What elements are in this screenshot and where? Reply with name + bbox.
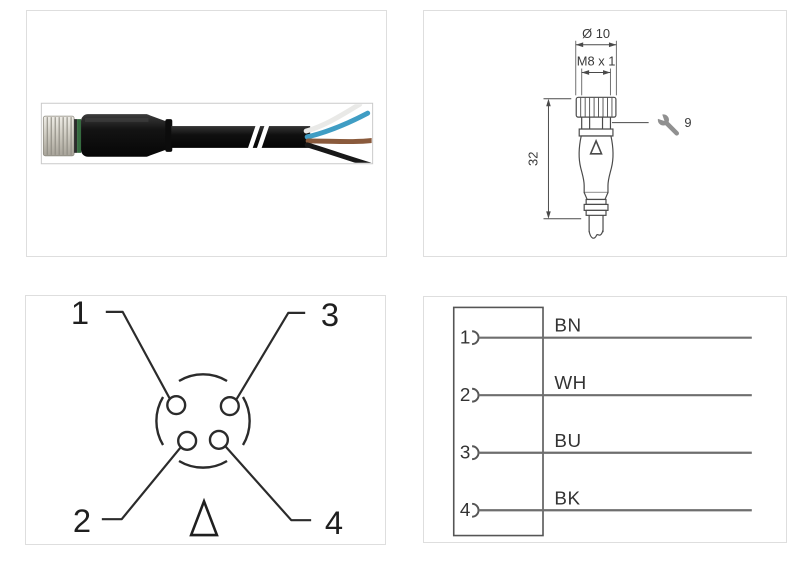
- wiring-row-1: 1 BN: [460, 315, 752, 348]
- stripped-wires: [303, 104, 372, 163]
- dimension-drawing-panel: Ø 10 M8 x 1: [423, 10, 787, 257]
- leader-pin-2: [101, 446, 182, 521]
- pin-hole-2: [177, 430, 198, 451]
- cable-assembly-photo: [42, 104, 372, 163]
- wiring-row-3: 3 BU: [460, 430, 752, 463]
- socket-contact-icon: [471, 445, 480, 461]
- wiring-diagram-panel: 1 BN 2 WH 3 BU 4: [423, 296, 787, 543]
- pin-label-4: 4: [325, 504, 343, 541]
- break-marks: [244, 111, 274, 160]
- connector-face-circle: [155, 373, 251, 469]
- leader-pin-3: [235, 311, 306, 401]
- wire-color-code: BK: [554, 487, 580, 508]
- pin-label-3: 3: [321, 296, 339, 333]
- pin-hole-3: [219, 395, 240, 417]
- leader-pin-1: [105, 310, 171, 400]
- length-dimension: 32: [526, 98, 582, 220]
- diameter-dimension: Ø 10: [575, 26, 617, 48]
- pin-label-2: 2: [73, 502, 91, 539]
- pin-layout-diagram: 1 3 2 4: [71, 296, 343, 541]
- knurl-lines: [46, 117, 72, 155]
- wire-blue: [304, 110, 371, 140]
- product-photo: [40, 102, 374, 165]
- wiring-pin-number: 4: [460, 499, 470, 520]
- length-label: 32: [526, 152, 541, 166]
- thread-label: M8 x 1: [577, 54, 616, 69]
- wiring-row-4: 4 BK: [460, 487, 752, 520]
- wire-brown: [305, 138, 372, 145]
- connector-body: [81, 114, 173, 157]
- seal-ring: [77, 119, 82, 153]
- pin-hole-1: [166, 395, 187, 416]
- wiring-pin-number: 1: [460, 327, 470, 348]
- pin-hole-4: [208, 429, 230, 450]
- product-photo-panel: [26, 10, 387, 257]
- connector-outline: [575, 96, 617, 239]
- wiring-diagram: 1 BN 2 WH 3 BU 4: [452, 306, 752, 537]
- wrench-icon: [653, 110, 680, 136]
- cable: [171, 111, 311, 160]
- socket-contact-icon: [471, 387, 480, 403]
- leader-pin-4: [224, 445, 312, 522]
- orientation-triangle-mark: [589, 138, 603, 155]
- wrench-callout: 9: [611, 110, 692, 136]
- knurled-nut: [42, 115, 82, 157]
- wire-color-code: WH: [554, 372, 586, 393]
- nut-knurl-lines: [580, 97, 613, 117]
- pin-label-1: 1: [71, 296, 89, 331]
- leader-lines: [101, 310, 312, 522]
- wiring-pin-number: 2: [460, 384, 470, 405]
- hex-nut: [581, 116, 612, 130]
- wire-black: [304, 142, 372, 163]
- socket-contact-icon: [471, 502, 480, 518]
- wiring-row-2: 2 WH: [460, 372, 752, 405]
- wire-color-code: BN: [554, 315, 581, 336]
- dimension-drawing: Ø 10 M8 x 1: [526, 26, 692, 239]
- wire-color-code: BU: [554, 430, 581, 451]
- diameter-label: Ø 10: [582, 26, 610, 41]
- wrench-size-label: 9: [684, 115, 691, 130]
- thread-dimension: M8 x 1: [577, 54, 616, 75]
- pin-holes: [166, 395, 240, 451]
- wiring-pin-number: 3: [460, 442, 470, 463]
- pin-layout-panel: 1 3 2 4: [25, 295, 386, 545]
- cable-break-end: [588, 230, 604, 239]
- socket-contact-icon: [471, 330, 480, 346]
- keying-triangle-mark: [189, 497, 219, 537]
- wire-white: [303, 104, 363, 134]
- connector-block-outline: [452, 306, 544, 537]
